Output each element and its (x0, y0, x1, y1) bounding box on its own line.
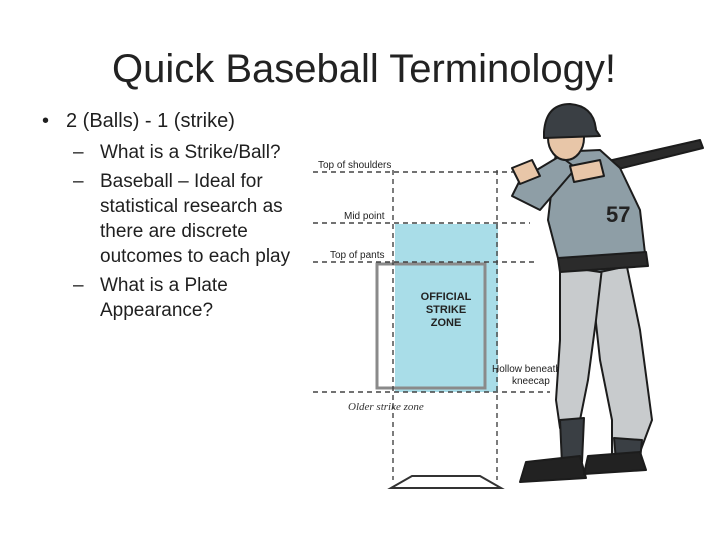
top-of-shoulders-label: Top of shoulders (318, 160, 391, 171)
bullet-marker: • (42, 110, 50, 132)
official-strike-zone-area (395, 224, 498, 392)
sub-bullet-text: What is a Plate Appearance? (100, 275, 228, 321)
hollow-beneath-label: Hollow beneath (492, 364, 561, 375)
sub-bullet-text: Baseball – Ideal for statistical researc… (100, 171, 291, 267)
sub-bullet-marker: – (73, 142, 84, 163)
svg-text:57: 57 (606, 202, 630, 227)
older-strike-zone-box (375, 262, 487, 390)
sub-bullet-item: – What is a Plate Appearance? (40, 273, 330, 323)
official-zone-label-3: ZONE (431, 317, 462, 329)
home-plate (387, 475, 505, 489)
sub-bullet-item: – Baseball – Ideal for statistical resea… (40, 169, 330, 269)
official-zone-label-2: STRIKE (426, 304, 466, 316)
bullet-list: • 2 (Balls) - 1 (strike) – What is a Str… (40, 108, 330, 323)
mid-point-label: Mid point (344, 211, 385, 222)
sub-bullet-item: – What is a Strike/Ball? (40, 140, 330, 165)
slide-title: Quick Baseball Terminology! (112, 47, 616, 91)
sub-bullet-marker: – (73, 275, 84, 296)
bullet-item: • 2 (Balls) - 1 (strike) (40, 108, 330, 134)
sub-bullet-marker: – (73, 171, 84, 192)
official-zone-label-1: OFFICIAL (421, 291, 472, 303)
older-strike-zone-label: Older strike zone (348, 401, 424, 413)
top-of-pants-label: Top of pants (330, 250, 384, 261)
bullet-text: 2 (Balls) - 1 (strike) (66, 110, 235, 132)
sub-bullet-text: What is a Strike/Ball? (100, 142, 281, 163)
kneecap-label: kneecap (512, 376, 550, 387)
zone-guide-lines (313, 170, 560, 480)
batter-figure: 57 (511, 103, 704, 483)
